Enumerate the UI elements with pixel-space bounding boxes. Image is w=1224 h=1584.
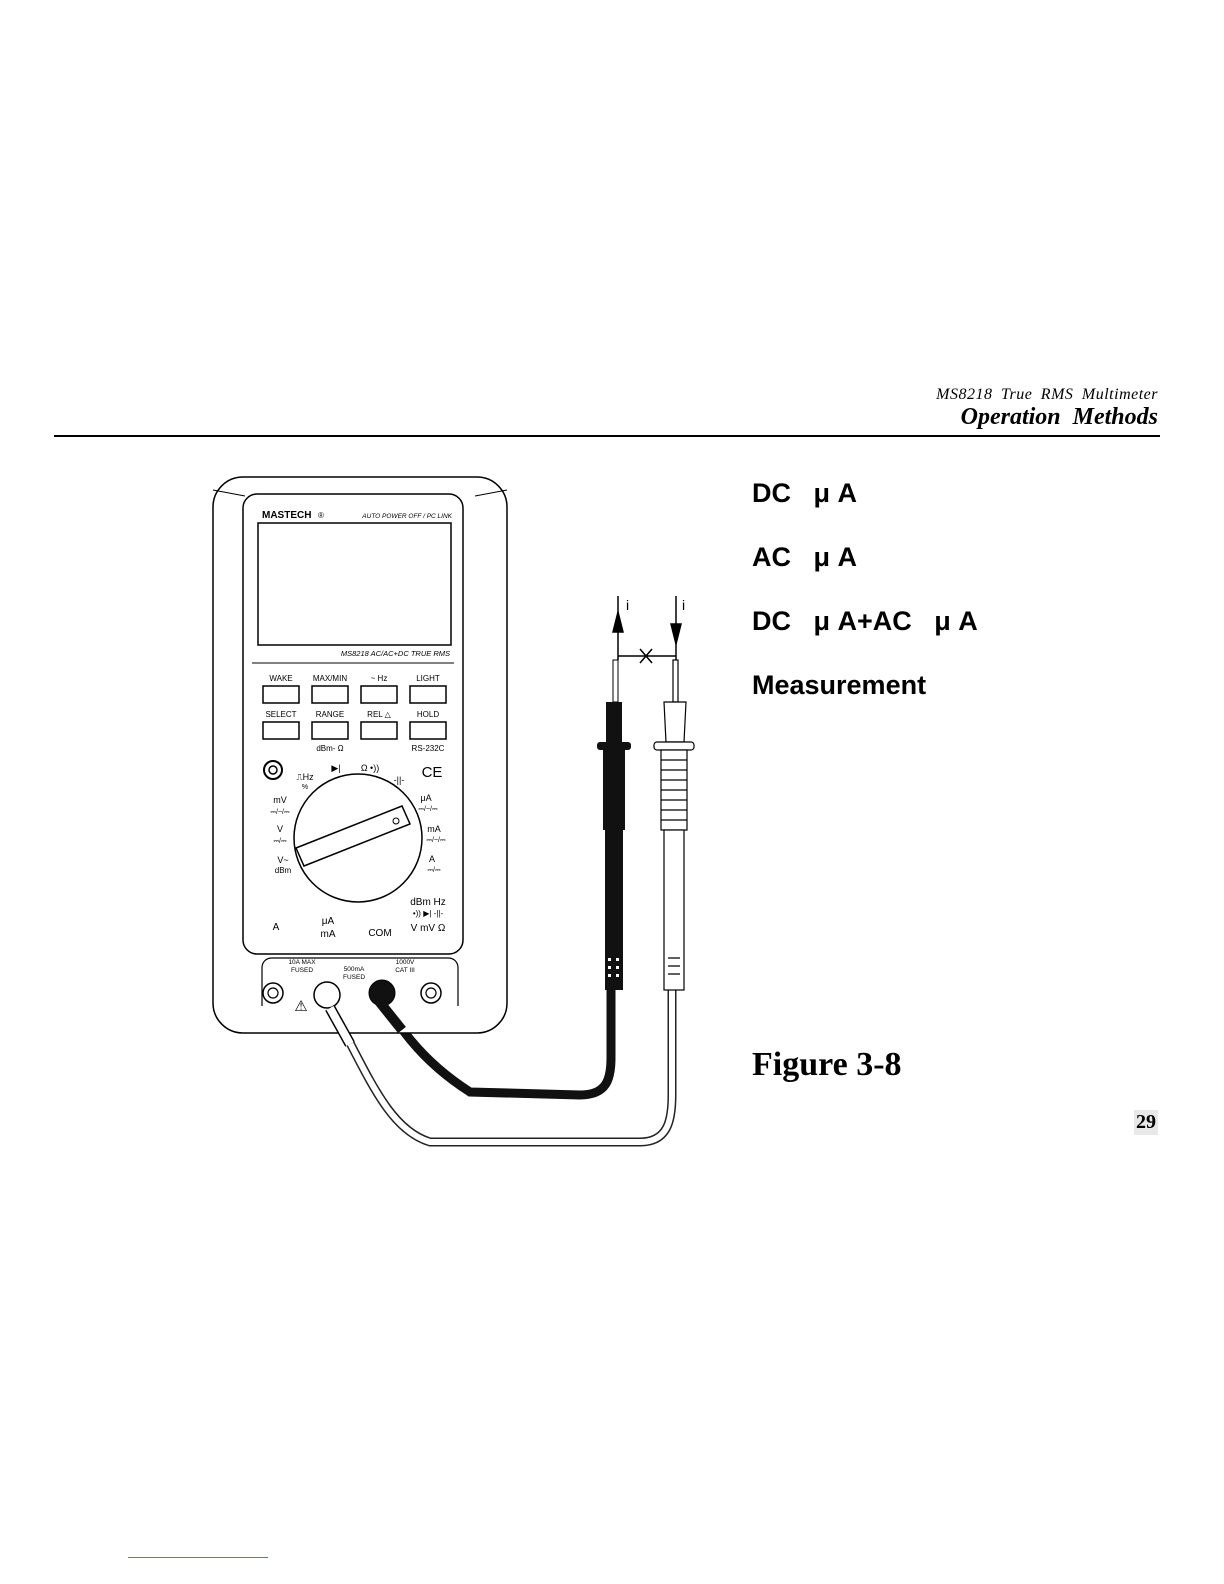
under-label-rs232: RS-232C bbox=[412, 744, 445, 753]
light-button bbox=[409, 685, 447, 704]
dial-knob bbox=[294, 805, 412, 867]
jack-ua-ma bbox=[313, 981, 341, 1009]
btn-label-rel: REL △ bbox=[367, 710, 391, 719]
label-ac-ua: AC μ A bbox=[752, 542, 858, 572]
dial-ua: μA bbox=[420, 793, 431, 803]
under-label-dbm: dBm- Ω bbox=[316, 744, 343, 753]
break-mark bbox=[639, 648, 653, 664]
terminal-labels: A μA mA COM dBm Hz •)) ▶| -||- V mV Ω bbox=[273, 897, 446, 940]
terminal-label-com: COM bbox=[368, 928, 391, 939]
white-probe bbox=[653, 659, 695, 991]
maxmin-button bbox=[311, 685, 349, 704]
terminal-label-ma: mA bbox=[321, 929, 336, 940]
button-row-1: WAKE MAX/MIN ~ Hz LIGHT bbox=[262, 674, 447, 704]
hz-button bbox=[360, 685, 398, 704]
dial-vac: V~ bbox=[277, 855, 288, 865]
dial-mv-modes: ⎓/~/⎓ bbox=[270, 809, 290, 816]
hold-button bbox=[409, 721, 447, 740]
fuse-500ma: 500mA bbox=[344, 966, 365, 973]
header-rule bbox=[54, 435, 1160, 437]
dial-diode: ▶| bbox=[331, 763, 340, 773]
footnote-rule bbox=[128, 1557, 268, 1558]
fuse-10a-fused: FUSED bbox=[291, 967, 313, 974]
figure-caption: Figure 3-8 bbox=[752, 1046, 902, 1083]
warning-icon: ⚠ bbox=[294, 998, 307, 1015]
rel-button bbox=[360, 721, 398, 740]
btn-label-wake: WAKE bbox=[269, 674, 292, 683]
terminal-label-dbmhz: dBm Hz bbox=[410, 897, 446, 908]
header-title: Operation Methods bbox=[960, 404, 1158, 430]
meter-brand-mark: ® bbox=[318, 511, 324, 520]
dial-v-modes: ⎓/⎓ bbox=[273, 838, 287, 845]
btn-label-select: SELECT bbox=[265, 710, 296, 719]
button-row-2: SELECT RANGE REL △ HOLD dBm- Ω RS-232C bbox=[262, 710, 447, 753]
dial-ua-modes: ⎓/~/⎓ bbox=[418, 806, 438, 813]
power-icon bbox=[263, 760, 283, 780]
terminal-label-vmv: V mV Ω bbox=[411, 923, 446, 934]
rating-cat3: CAT III bbox=[395, 967, 415, 974]
terminal-label-ua: μA bbox=[322, 916, 335, 927]
wake-button bbox=[262, 685, 300, 704]
dial-dbm: dBm bbox=[275, 866, 292, 875]
lcd-display bbox=[257, 522, 452, 646]
rating-1000v: 1000V bbox=[396, 959, 415, 966]
label-measurement: Measurement bbox=[752, 670, 927, 700]
page-number: 29 bbox=[1134, 1110, 1158, 1135]
dial-labels: ⎍Hz % mV ⎓/~/⎓ V ⎓/⎓ V~ dBm ▶| Ω •)) -||… bbox=[270, 763, 446, 875]
dial-ma-modes: ⎓/~/⎓ bbox=[426, 837, 446, 844]
meter-top-text: AUTO POWER OFF / PC LINK bbox=[361, 513, 452, 520]
current-label-left: i bbox=[626, 597, 629, 613]
header-subtitle: MS8218 True RMS Multimeter bbox=[936, 386, 1158, 403]
btn-label-light: LIGHT bbox=[416, 674, 440, 683]
terminal-label-a: A bbox=[273, 922, 280, 933]
fuse-10a: 10A MAX bbox=[288, 959, 316, 966]
select-button bbox=[262, 721, 300, 740]
meter-model: MS8218 AC/AC+DC TRUE RMS bbox=[341, 649, 450, 658]
fuse-500ma-fused: FUSED bbox=[343, 974, 365, 981]
dial-ohm: Ω •)) bbox=[361, 763, 379, 773]
label-dc-ua: DC μ A bbox=[752, 478, 858, 508]
fuse-labels: 10A MAX FUSED 500mA FUSED 1000V CAT III bbox=[288, 959, 415, 981]
dial-v: V bbox=[277, 824, 283, 834]
terminal-label-symbols: •)) ▶| -||- bbox=[413, 909, 444, 918]
dial-ma: mA bbox=[427, 824, 441, 834]
btn-label-hz: ~ Hz bbox=[371, 674, 388, 683]
black-probe bbox=[597, 659, 631, 990]
btn-label-hold: HOLD bbox=[417, 710, 439, 719]
dial-hz: ⎍Hz bbox=[296, 772, 314, 782]
dial-percent: % bbox=[302, 784, 308, 791]
btn-label-maxmin: MAX/MIN bbox=[313, 674, 347, 683]
meter-brand: MASTECH bbox=[262, 510, 311, 521]
dial-cap: -||- bbox=[394, 775, 405, 785]
circuit-diagram bbox=[612, 596, 682, 664]
range-button bbox=[311, 721, 349, 740]
ce-mark: CE bbox=[422, 764, 443, 781]
fuse-panel bbox=[261, 957, 459, 1006]
current-label-right: i bbox=[682, 597, 685, 613]
label-dc-ac-ua: DC μ A+AC μ A bbox=[752, 606, 978, 636]
dial-a: A bbox=[429, 854, 435, 864]
dial-mv: mV bbox=[273, 795, 287, 805]
dial-a-modes: ⎓/⎓ bbox=[427, 867, 441, 874]
btn-label-range: RANGE bbox=[316, 710, 344, 719]
